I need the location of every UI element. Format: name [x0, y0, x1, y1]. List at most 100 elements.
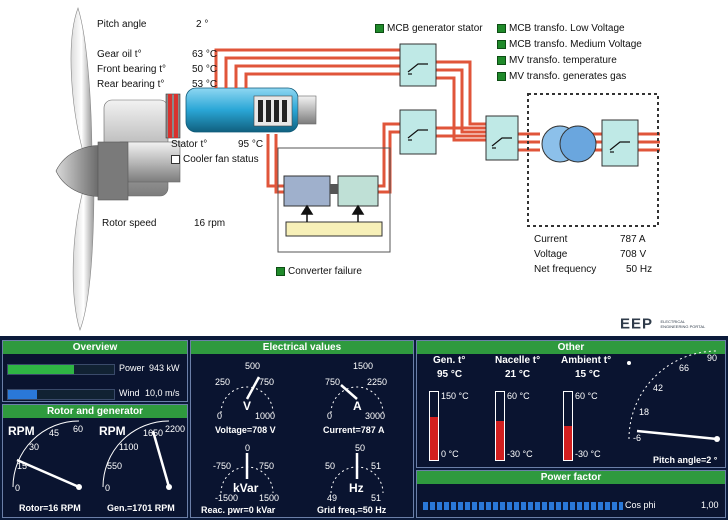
gen-gauge-needle	[151, 430, 171, 488]
gen-temp-label: Gen. t°	[433, 355, 466, 366]
mv-transfo-temp-label: MV transfo. temperature	[509, 55, 617, 66]
gen-caption: Gen.=1701 RPM	[107, 503, 175, 513]
pitch-angle-label: Pitch angle	[97, 19, 147, 30]
gen-thermometer-fill	[430, 417, 438, 460]
mcb-transfo-low-indicator	[497, 23, 506, 33]
eep-logo-text: EEP	[620, 315, 654, 333]
current-tick-2250: 2250	[367, 377, 388, 387]
mv-transfo-temp-indicator	[497, 55, 506, 65]
power-factor-title: Power factor	[417, 471, 725, 484]
rotor-caption: Rotor=16 RPM	[19, 503, 81, 513]
voltage-needle	[245, 376, 261, 400]
eep-logo-sub2: ENGINEERING PORTAL	[660, 323, 706, 329]
grid-current-label: Current	[534, 234, 568, 245]
pitch-tick-minus6: -6	[633, 433, 642, 443]
gen-tick-1100: 1100	[119, 442, 139, 452]
stator-label: Stator t°	[171, 139, 208, 150]
kvar-tick-minus750: -750	[213, 461, 232, 471]
ambient-thermometer-fill	[564, 426, 572, 460]
transformer-frame	[527, 93, 659, 227]
rotor-tick-0: 0	[15, 483, 21, 493]
current-tick-750: 750	[325, 377, 341, 387]
overview-title: Overview	[3, 341, 187, 354]
ambient-temp-value: 15 °C	[575, 369, 601, 380]
power-value: 943 kW	[149, 363, 180, 373]
voltage-caption: Voltage=708 V	[215, 425, 276, 435]
blade-bottom	[72, 179, 95, 331]
gen-thermo-max: 150 °C	[441, 391, 469, 401]
rotor-rpm-label: RPM	[8, 424, 35, 438]
rotor-tick-60: 60	[73, 424, 84, 434]
rotor-gauge-needle	[16, 458, 80, 489]
current-caption: Current=787 A	[323, 425, 385, 435]
kvar-tick-750: 750	[259, 461, 275, 471]
current-unit: A	[353, 399, 362, 413]
grid-current-value: 787 A	[620, 234, 646, 245]
kvar-unit: kVar	[233, 481, 259, 495]
gen-thermometer	[429, 391, 439, 461]
gen-gauge-pivot	[166, 484, 172, 490]
turbine-schematic	[55, 7, 660, 331]
pitch-gauge	[627, 350, 720, 442]
mcb-generator-stator-status: MCB generator stator	[375, 23, 483, 34]
rotor-gauge-arc	[12, 420, 80, 488]
other-title: Other	[417, 341, 725, 354]
front-bearing-value: 50 °C	[192, 64, 218, 75]
pitch-tick-18: 18	[639, 407, 650, 417]
hz-tick-min: 49	[327, 493, 338, 503]
power-factor-panel: Power factor Cos phi 1,00	[416, 470, 726, 518]
rear-bearing-label: Rear bearing t°	[97, 79, 165, 90]
rotor-speed-value: 16 rpm	[194, 218, 226, 229]
current-needle	[340, 384, 358, 400]
mcb-transfo-medium-indicator	[497, 39, 506, 49]
overview-panel: Overview Power 943 kW Wind 10,0 m/s	[2, 340, 188, 402]
hz-tick-left: 50	[325, 461, 336, 471]
ambient-temp-label: Ambient t°	[561, 355, 612, 366]
wind-label: Wind	[119, 388, 140, 398]
electrical-title: Electrical values	[191, 341, 413, 354]
power-factor-value: 1,00	[701, 500, 719, 510]
mcb-transfo-low-label: MCB transfo. Low Voltage	[509, 23, 625, 34]
voltage-tick-250: 250	[215, 377, 231, 387]
voltage-unit: V	[243, 399, 252, 413]
voltage-gauge-arc	[220, 386, 274, 414]
rotor-gauges	[12, 420, 172, 490]
other-panel: Other Gen. t° 95 °C Nacelle t° 21 °C Amb…	[416, 340, 726, 468]
ambient-thermometer	[563, 391, 573, 461]
pitch-gauge-arc	[628, 350, 718, 440]
blade-top	[70, 7, 93, 163]
nacelle-temp-value: 21 °C	[505, 369, 531, 380]
power-factor-bar	[423, 502, 623, 510]
hz-caption: Grid freq.=50 Hz	[317, 505, 387, 515]
nacelle-temp-label: Nacelle t°	[495, 355, 541, 366]
ambient-thermo-max: 60 °C	[575, 391, 598, 401]
pitch-angle-value: 2 °	[196, 19, 209, 30]
rotor-speed-label: Rotor speed	[102, 218, 157, 229]
mcb-transfo-low-status: MCB transfo. Low Voltage	[497, 23, 625, 34]
hz-tick-right: 51	[371, 461, 382, 471]
power-label: Power	[119, 363, 145, 373]
pitch-gauge-marker	[627, 361, 631, 365]
power-bar	[7, 364, 115, 375]
grid-voltage-value: 708 V	[620, 249, 647, 260]
converter-rectifier	[283, 175, 331, 207]
mv-transfo-temp-status: MV transfo. temperature	[497, 55, 617, 66]
mv-transfo-gas-status: MV transfo. generates gas	[497, 71, 626, 82]
current-tick-3000: 3000	[365, 411, 386, 421]
gen-thermo-min: 0 °C	[441, 449, 459, 459]
gen-gauge-arc	[102, 420, 170, 488]
current-gauge-arc	[330, 386, 384, 414]
rotor-generator-panel: Rotor and generator RPM RPM 0 15 30 45 6…	[2, 404, 188, 518]
pitch-caption: Pitch angle=2 °	[653, 455, 718, 465]
power-factor-bar-fill	[423, 502, 623, 510]
cooler-fan-label: Cooler fan status	[183, 154, 259, 165]
gear-oil-value: 63 °C	[192, 49, 218, 60]
converter-failure-status: Converter failure	[276, 266, 362, 277]
wind-value: 10,0 m/s	[145, 388, 180, 398]
nacelle-thermometer	[495, 391, 505, 461]
kvar-tick-minus1500: -1500	[215, 493, 239, 503]
mv-transfo-gas-indicator	[497, 71, 506, 81]
rotor-hub	[55, 145, 105, 197]
electrical-gauges	[220, 376, 384, 494]
converter-inverter	[337, 175, 379, 207]
